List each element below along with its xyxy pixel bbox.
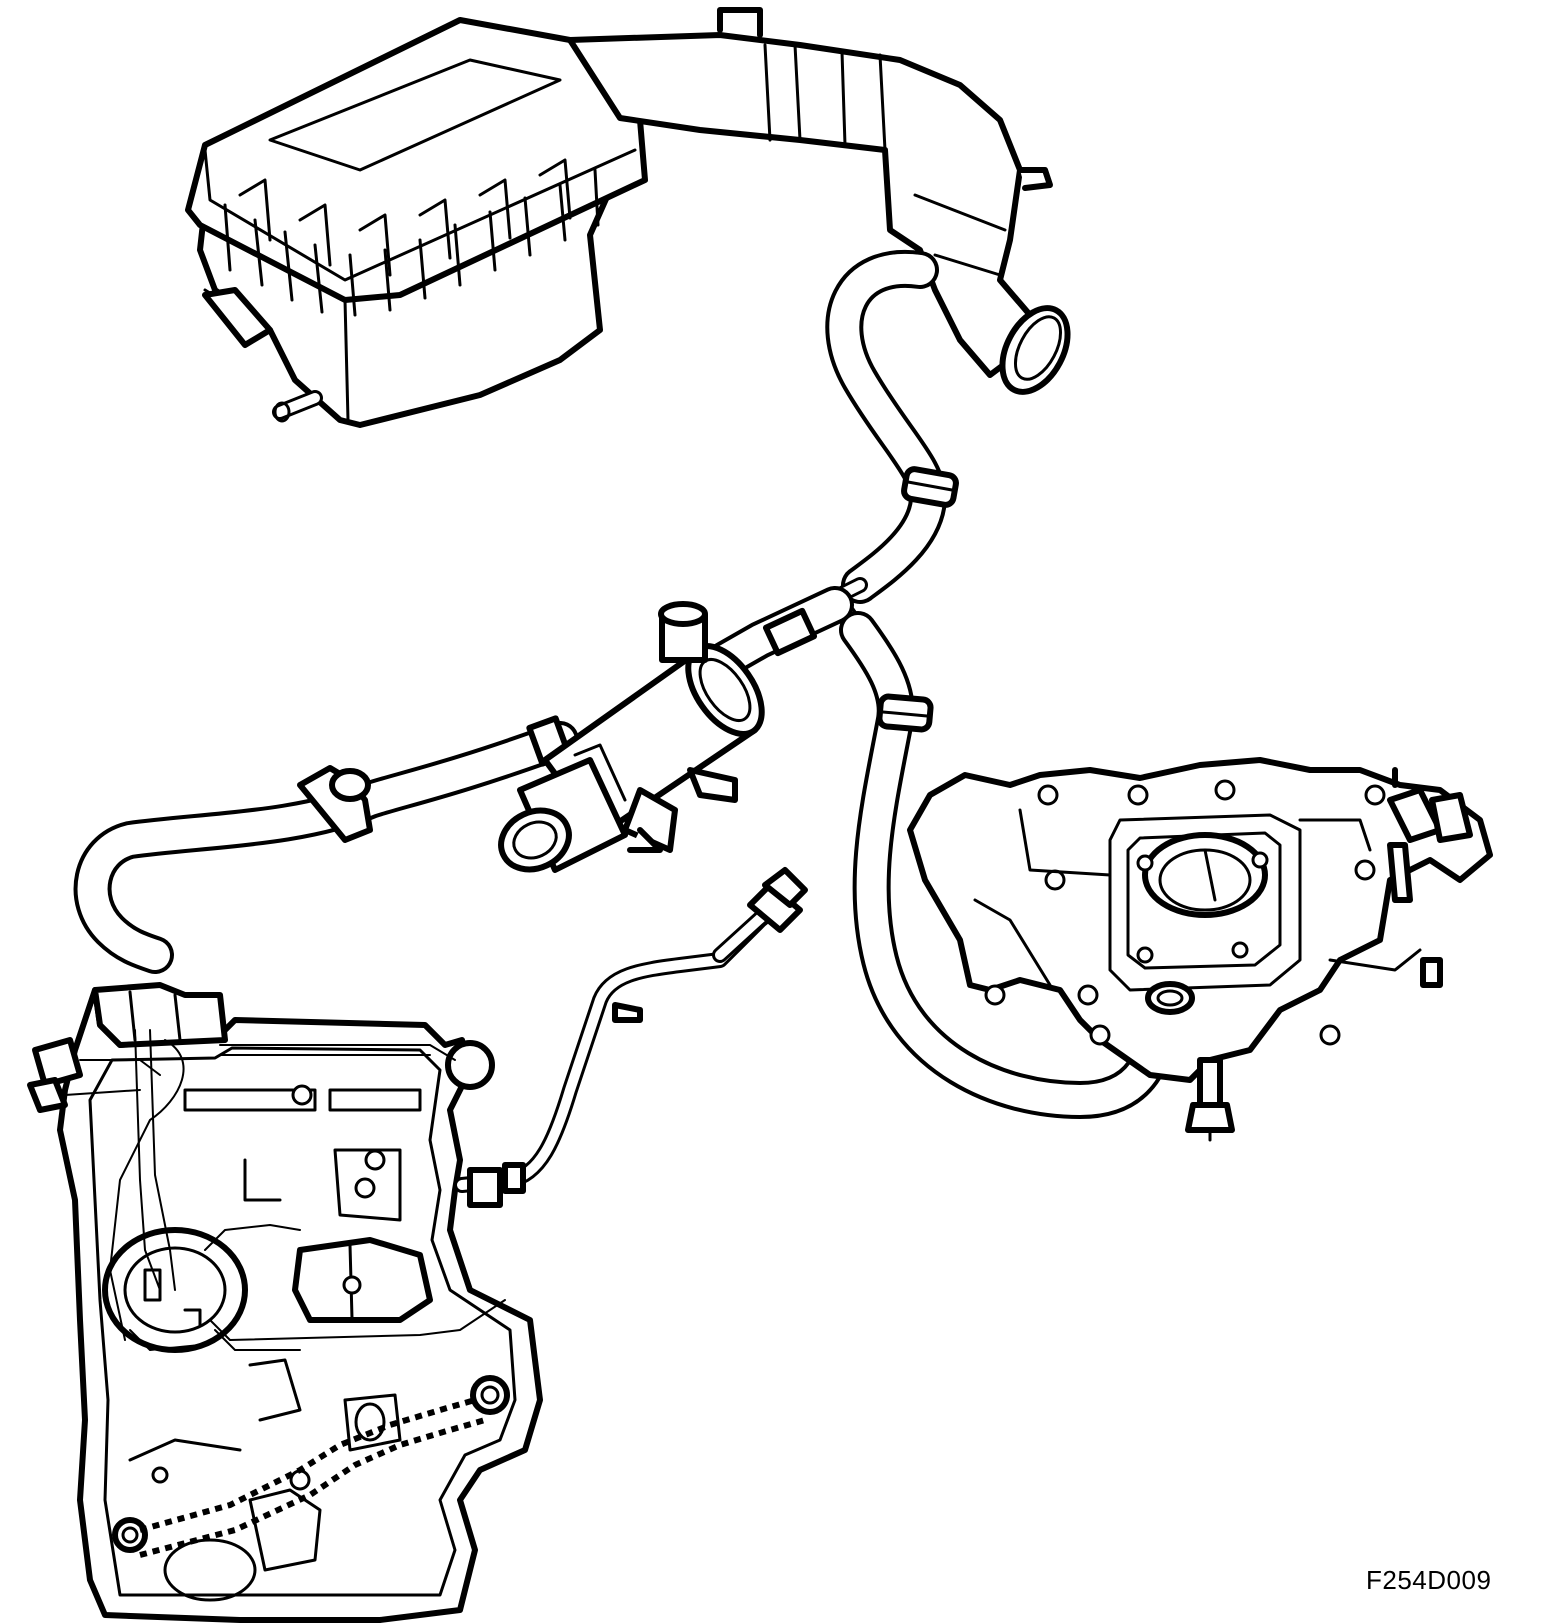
- intake-duct: [567, 7, 1071, 395]
- vacuum-hose-upper: [825, 249, 959, 604]
- evap-purge-valve: [73, 601, 765, 974]
- air-cleaner-housing: [185, 17, 648, 428]
- t-junction: [706, 577, 868, 679]
- figure-code: F254D009: [1366, 1565, 1492, 1595]
- vacuum-hose-to-manifold: [839, 611, 1179, 1119]
- evap-canister: [27, 982, 543, 1623]
- canister-vent-line: [454, 867, 808, 1208]
- intake-manifold: [907, 757, 1493, 1142]
